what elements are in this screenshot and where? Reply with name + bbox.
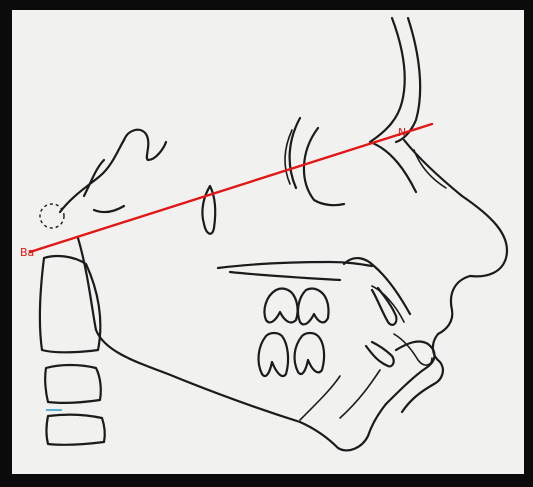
nasion-label: N [398, 126, 406, 139]
cervical-vertebrae [40, 256, 105, 445]
teeth [259, 288, 432, 376]
ba-n-line [30, 124, 432, 252]
sella-outline [60, 130, 166, 212]
basion-circle [40, 204, 64, 228]
palate [218, 258, 410, 322]
basion-label: Ba [20, 246, 34, 259]
mandible [78, 238, 435, 450]
nose-profile [370, 18, 507, 334]
reference-line [30, 124, 432, 252]
